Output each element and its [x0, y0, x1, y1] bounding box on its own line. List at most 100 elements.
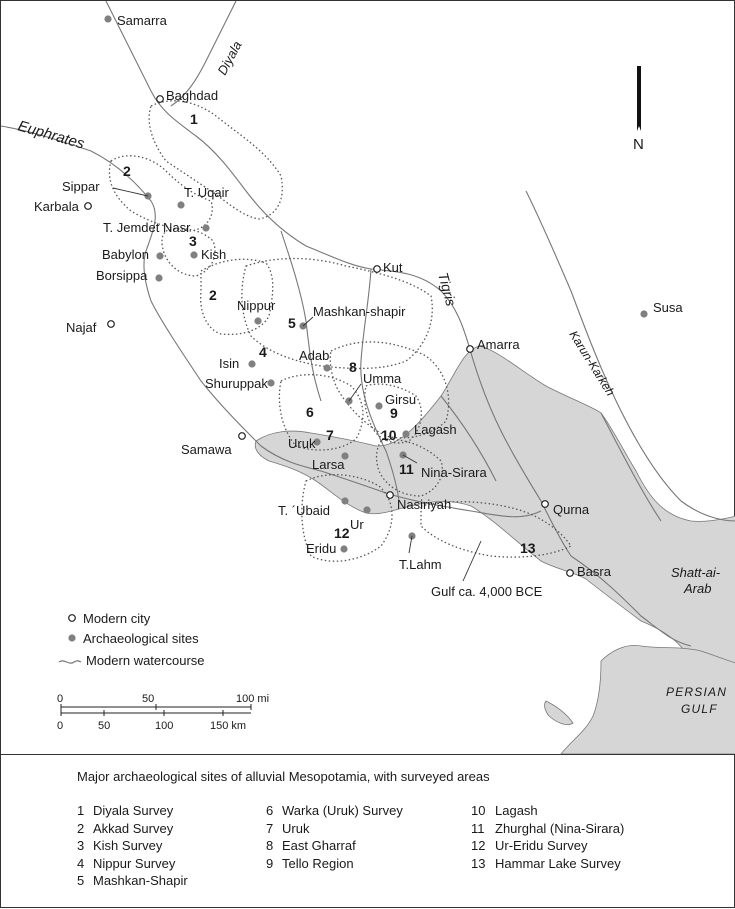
site-marker-samarra — [104, 15, 112, 23]
persian-gulf-area — [560, 644, 735, 754]
scale-km-0: 0 — [57, 720, 63, 732]
site-marker-isin — [248, 360, 256, 368]
shatt-al-arab — [570, 555, 692, 647]
label-euphrates: Euphrates — [16, 118, 87, 153]
tigris-river — [105, 1, 572, 557]
label-basra: Basra — [577, 564, 612, 579]
north-arrow-shape — [637, 66, 641, 131]
label-karbala: Karbala — [34, 199, 80, 214]
site-marker-adab — [323, 364, 331, 372]
label-larsa: Larsa — [312, 457, 345, 472]
city-marker-najaf — [107, 320, 115, 328]
label-babylon: Babylon — [102, 247, 149, 262]
label-adab: Adab — [299, 348, 329, 363]
survey-number-12: 12 — [334, 525, 350, 541]
city-marker-basra — [566, 569, 574, 577]
label-baghdad: Baghdad — [166, 88, 218, 103]
leader-gulf — [462, 540, 482, 582]
survey-area-12 — [301, 474, 393, 562]
survey-number-8: 8 — [349, 359, 357, 375]
minor-channel-3 — [600, 412, 662, 522]
site-marker-t-uqair — [177, 201, 185, 209]
survey-number-11: 11 — [399, 461, 414, 477]
leader-nina — [402, 454, 418, 464]
site-marker-lagash — [402, 430, 410, 438]
label-mashkan-shapir: Mashkan-shapir — [313, 304, 406, 319]
map-legend: Modern city Archaeological sites Modern … — [58, 611, 205, 668]
leader-umma — [348, 383, 362, 402]
label-t-jemdet-nasr: T. Jemdet Nasr — [103, 220, 191, 235]
scale-km-50: 50 — [98, 720, 110, 732]
survey-number-5: 5 — [288, 315, 296, 331]
site-marker-larsa — [341, 452, 349, 460]
label-t-uqair: T. Uqair — [184, 185, 229, 200]
label-samarra: Samarra — [117, 13, 168, 28]
site-marker-borsippa — [155, 274, 163, 282]
survey-areas — [108, 100, 572, 562]
caption-title: Major archaeological sites of alluvial M… — [77, 769, 490, 784]
site-marker-babylon — [156, 252, 164, 260]
minor-channel-2 — [440, 395, 497, 482]
scale-km-100: 100 — [155, 720, 173, 732]
leader-sippar — [112, 187, 149, 197]
label-t-lahm: T.Lahm — [399, 557, 442, 572]
label-persian: PERSIAN — [666, 685, 727, 699]
label-samawa: Samawa — [181, 442, 232, 457]
label-amarra: Amarra — [477, 337, 520, 352]
site-marker-kish — [190, 251, 198, 259]
scale-mi-50: 50 — [142, 693, 154, 705]
leader-tlahm — [408, 535, 413, 554]
survey-area-3 — [161, 228, 216, 277]
label-borsippa: Borsippa — [96, 268, 148, 283]
label-gulf-ancient: Gulf ca. 4,000 BCE — [431, 584, 543, 599]
site-marker-susa — [640, 310, 648, 318]
label-isin: Isin — [219, 356, 239, 371]
label-diyala: Diyala — [214, 38, 244, 77]
legend-sites-label: Archaeological sites — [83, 631, 199, 646]
survey-number-4: 4 — [259, 344, 267, 360]
site-marker-t-ubaid — [341, 497, 349, 505]
site-marker-ur — [363, 506, 371, 514]
survey-area-1 — [148, 100, 283, 220]
karun-karkeh-river — [525, 190, 735, 522]
survey-number-6: 6 — [306, 404, 314, 420]
survey-area-6 — [278, 374, 364, 451]
label-gulf: GULF — [681, 702, 718, 716]
site-marker-girsu — [375, 402, 383, 410]
survey-number-3: 3 — [189, 233, 197, 249]
label-uruk: Uruk — [288, 436, 316, 451]
legend-modern-city-label: Modern city — [83, 611, 151, 626]
label-najaf: Najaf — [66, 320, 97, 335]
label-qurna: Qurna — [553, 502, 590, 517]
site-marker-nippur — [254, 317, 262, 325]
scale-km-150: 150 km — [210, 720, 246, 732]
legend-city-marker — [68, 614, 76, 622]
site-marker-shuruppak — [267, 379, 275, 387]
label-karun-karkeh: Karun-Karkeh — [566, 328, 617, 398]
label-nasiriyah: Nasiriyah — [397, 497, 451, 512]
label-kish: Kish — [201, 247, 226, 262]
label-umma: Umma — [363, 371, 402, 386]
site-marker-eridu — [340, 545, 348, 553]
label-shatt-2: Arab — [683, 581, 711, 596]
label-nippur: Nippur — [237, 298, 276, 313]
scale-mi-0: 0 — [57, 693, 63, 705]
gulf-inlet — [544, 700, 574, 725]
euphrates-river — [1, 125, 542, 518]
legend-site-marker — [68, 634, 76, 642]
map-canvas: N Samarra Baghdad Sippar T. Uqair Karbal… — [1, 1, 735, 755]
scale-mi-100: 100 mi — [236, 693, 269, 705]
